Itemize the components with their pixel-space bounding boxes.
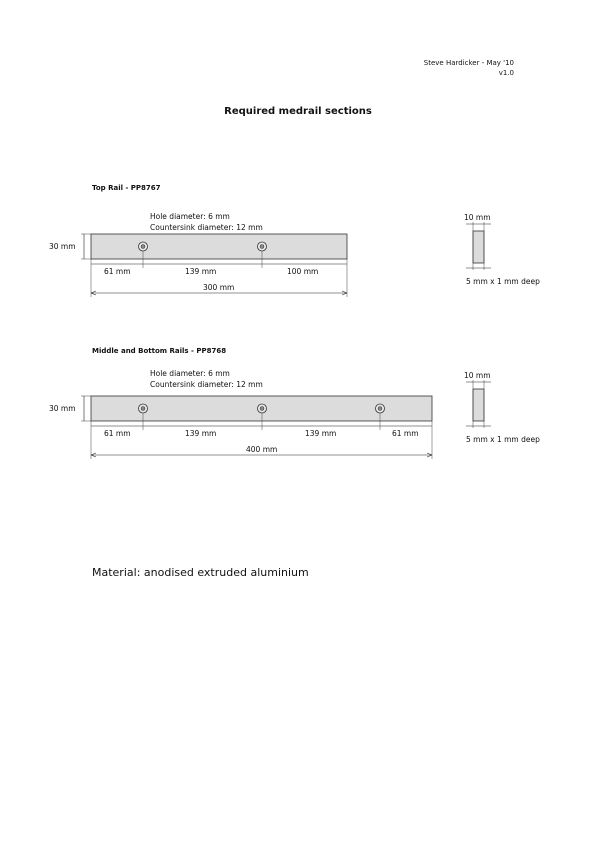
segment-label: 139 mm <box>185 429 216 438</box>
arrowheads <box>90 452 433 458</box>
rail-profile <box>472 388 485 422</box>
hole-diameter-note: Hole diameter: 6 mm <box>150 212 230 221</box>
version-label: v1.0 <box>498 69 514 77</box>
author-block: Steve Hardicker - May '10 v1.0 <box>424 58 514 78</box>
profile-width-label: 10 mm <box>464 371 491 380</box>
hole <box>140 244 146 249</box>
hole <box>259 406 265 411</box>
author-line: Steve Hardicker - May '10 <box>423 59 514 67</box>
countersink-note: Countersink diameter: 12 mm <box>150 223 263 232</box>
hole <box>377 406 383 411</box>
profile-groove-label: 5 mm x 1 mm deep <box>466 277 540 286</box>
rail-profile <box>472 230 485 264</box>
segment-label: 139 mm <box>305 429 336 438</box>
height-label: 30 mm <box>49 404 76 413</box>
profile-groove-label: 5 mm x 1 mm deep <box>466 435 540 444</box>
material-note: Material: anodised extruded aluminium <box>92 566 309 579</box>
height-label: 30 mm <box>49 242 76 251</box>
section-title-top-rail: Top Rail - PP8767 <box>92 184 161 192</box>
page-title: Required medrail sections <box>224 106 372 117</box>
middle-bottom-rail-drawing: 30 mm 61 mm 139 mm 139 mm 61 mm 400 mm 1… <box>49 371 540 459</box>
arrowheads <box>90 290 348 296</box>
profile-width-label: 10 mm <box>464 213 491 222</box>
hole <box>259 244 265 249</box>
hole-diameter-note: Hole diameter: 6 mm <box>150 369 230 378</box>
segment-label: 139 mm <box>185 267 216 276</box>
section-title-middle-bottom-rails: Middle and Bottom Rails - PP8768 <box>92 347 227 355</box>
countersink-note: Countersink diameter: 12 mm <box>150 380 263 389</box>
segment-label: 100 mm <box>287 267 318 276</box>
segment-label: 61 mm <box>104 267 131 276</box>
top-rail-body <box>90 233 348 260</box>
segment-label: 61 mm <box>392 429 419 438</box>
total-length-label: 300 mm <box>203 283 234 292</box>
total-length-label: 400 mm <box>246 445 277 454</box>
segment-label: 61 mm <box>104 429 131 438</box>
top-rail-drawing: 30 mm 61 mm 139 mm 100 mm 300 mm 10 mm 5… <box>49 213 540 297</box>
hole <box>140 406 146 411</box>
